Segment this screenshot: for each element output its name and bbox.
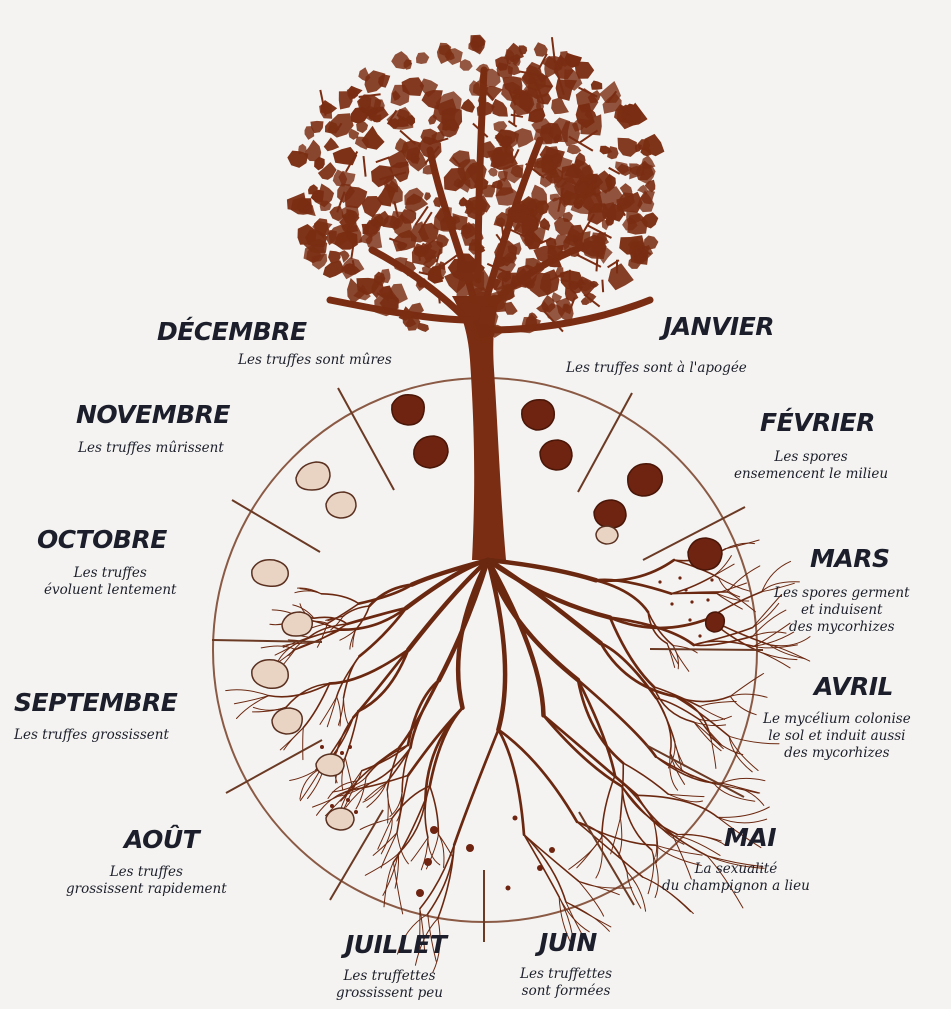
truffle-icon bbox=[706, 612, 725, 632]
desc-line: Les truffes bbox=[66, 864, 227, 881]
month-label-mai: MAI bbox=[724, 823, 776, 852]
truffle-icon bbox=[326, 492, 356, 518]
desc-line: La sexualité bbox=[662, 861, 810, 878]
truffle-icon bbox=[540, 440, 572, 470]
truffle-icon bbox=[596, 526, 618, 544]
truffle-icon bbox=[252, 560, 288, 587]
month-desc-mai: La sexualité du champignon a lieu bbox=[662, 861, 810, 895]
desc-line: grossissent peu bbox=[336, 985, 443, 1002]
month-desc-fevrier: Les spores ensemencent le milieu bbox=[734, 449, 888, 483]
month-desc-avril: Le mycélium colonise le sol et induit au… bbox=[763, 711, 911, 762]
divider-line bbox=[338, 388, 394, 490]
divider-line bbox=[232, 500, 320, 552]
month-label-septembre: SEPTEMBRE bbox=[14, 688, 177, 717]
desc-line: Le mycélium colonise bbox=[763, 711, 911, 728]
desc-line: des mycorhizes bbox=[774, 619, 910, 636]
month-label-fevrier: FÉVRIER bbox=[760, 408, 875, 437]
truffle-icon bbox=[414, 436, 448, 468]
divider-line bbox=[226, 740, 322, 793]
desc-line: sont formées bbox=[520, 983, 612, 1000]
truffle-icon bbox=[316, 754, 344, 776]
month-label-novembre: NOVEMBRE bbox=[76, 400, 230, 429]
divider-line bbox=[212, 640, 322, 642]
desc-line: Les truffettes bbox=[520, 966, 612, 983]
truffle-icon bbox=[252, 660, 288, 689]
desc-line: et induisent bbox=[774, 602, 910, 619]
month-desc-octobre: Les truffes évoluent lentement bbox=[44, 565, 176, 599]
desc-line: le sol et induit aussi bbox=[763, 728, 911, 745]
month-label-janvier: JANVIER bbox=[663, 312, 774, 341]
desc-line: des mycorhizes bbox=[763, 745, 911, 762]
truffle-icon bbox=[272, 708, 302, 734]
truffle-icon bbox=[326, 808, 354, 830]
desc-line: Les truffes sont à l'apogée bbox=[566, 360, 747, 377]
month-label-juin: JUIN bbox=[539, 928, 597, 957]
month-desc-juillet: Les truffettes grossissent peu bbox=[336, 968, 443, 1002]
desc-line: Les spores bbox=[734, 449, 888, 466]
truffle-icon bbox=[628, 464, 662, 496]
month-label-avril: AVRIL bbox=[814, 672, 893, 701]
month-label-octobre: OCTOBRE bbox=[37, 525, 167, 554]
divider-line bbox=[578, 393, 632, 492]
desc-line: ensemencent le milieu bbox=[734, 466, 888, 483]
month-label-juillet: JUILLET bbox=[345, 930, 446, 959]
desc-line: Les truffes sont mûres bbox=[238, 352, 392, 369]
month-desc-septembre: Les truffes grossissent bbox=[14, 727, 169, 744]
oak-tree-icon bbox=[287, 35, 665, 560]
desc-line: évoluent lentement bbox=[44, 582, 176, 599]
truffle-icon bbox=[594, 500, 626, 528]
truffle-icon bbox=[282, 612, 312, 636]
desc-line: Les truffes mûrissent bbox=[78, 440, 224, 457]
desc-line: Les truffes bbox=[44, 565, 176, 582]
month-label-aout: AOÛT bbox=[124, 825, 199, 854]
month-desc-mars: Les spores germent et induisent des myco… bbox=[774, 585, 910, 636]
desc-line: Les truffes grossissent bbox=[14, 727, 169, 744]
truffle-icon bbox=[296, 462, 330, 490]
month-label-mars: MARS bbox=[810, 544, 889, 573]
month-desc-novembre: Les truffes mûrissent bbox=[78, 440, 224, 457]
truffle-icon bbox=[392, 395, 424, 425]
truffle-icon bbox=[688, 538, 722, 570]
month-label-decembre: DÉCEMBRE bbox=[157, 317, 307, 346]
desc-line: grossissent rapidement bbox=[66, 881, 227, 898]
month-desc-juin: Les truffettes sont formées bbox=[520, 966, 612, 1000]
month-desc-aout: Les truffes grossissent rapidement bbox=[66, 864, 227, 898]
divider-line bbox=[650, 649, 763, 650]
root-icon bbox=[226, 540, 810, 972]
desc-line: Les spores germent bbox=[774, 585, 910, 602]
desc-line: du champignon a lieu bbox=[662, 878, 810, 895]
desc-line: Les truffettes bbox=[336, 968, 443, 985]
month-desc-janvier: Les truffes sont à l'apogée bbox=[566, 360, 747, 377]
month-desc-decembre: Les truffes sont mûres bbox=[238, 352, 392, 369]
truffle-icon bbox=[522, 400, 555, 430]
